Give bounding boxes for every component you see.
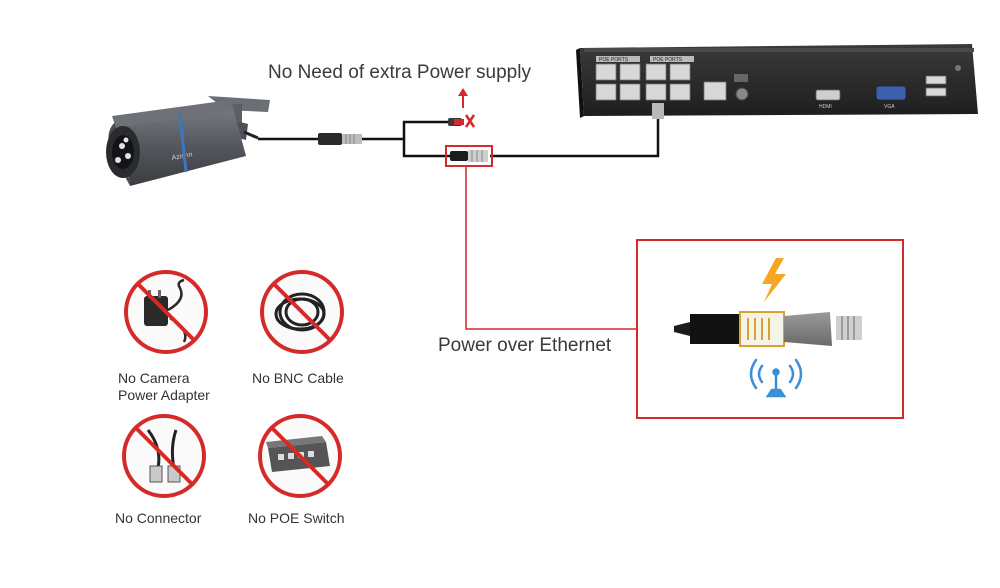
poe-plug-illustration <box>674 311 862 347</box>
vga-label: VGA <box>884 104 895 110</box>
caption-no-adapter-line2: Power Adapter <box>118 387 210 403</box>
inserted-plug <box>652 103 664 119</box>
no-connector-icon <box>122 414 206 498</box>
camera-brand-label: Azishn <box>171 151 193 162</box>
no-adapter-icon <box>124 270 208 354</box>
dc-in-port <box>735 87 749 101</box>
poe-port-grid <box>595 63 691 101</box>
poe-ports-label-2: POE PORTS <box>653 57 683 63</box>
no-power-x-icon <box>464 114 476 128</box>
poe-ports-label-1: POE PORTS <box>599 57 629 63</box>
cable-network <box>258 118 660 158</box>
caption-no-connector: No Connector <box>115 510 202 526</box>
power-switch <box>734 74 748 82</box>
hdmi-label: HDMI <box>819 104 832 110</box>
nvr-recorder: POE PORTS POE PORTS HDMI VGA <box>576 44 978 119</box>
vga-port <box>875 85 907 101</box>
rj45-plug-icon <box>450 150 488 162</box>
nvr-cable <box>490 118 660 158</box>
wifi-antenna-icon <box>749 358 803 398</box>
usb-port-2 <box>925 87 947 97</box>
no-power-supply-annotation: No Need of extra Power supply <box>268 62 531 83</box>
lightning-icon <box>762 258 786 302</box>
plug-highlight-box <box>445 145 493 167</box>
caption-no-bnc: No BNC Cable <box>252 370 344 386</box>
bullet-camera: Azishn <box>106 96 270 186</box>
caption-no-adapter-line1: No Camera <box>118 370 190 386</box>
dc-jack <box>448 118 464 126</box>
arrow-up-icon <box>458 88 468 108</box>
no-poe-switch-icon <box>258 414 342 498</box>
callout-leader-line <box>465 166 637 330</box>
status-led <box>955 65 961 71</box>
ethernet-split-cable <box>402 139 450 158</box>
dc-split-cable <box>360 120 448 141</box>
hdmi-port <box>815 89 841 101</box>
usb-port-1 <box>925 75 947 85</box>
caption-no-poe-switch: No POE Switch <box>248 510 345 526</box>
lan-port <box>703 81 727 101</box>
power-over-ethernet-annotation: Power over Ethernet <box>438 335 612 356</box>
no-bnc-cable-icon <box>260 270 344 354</box>
caption-no-adapter: No Camera Power Adapter <box>118 370 210 404</box>
cable-splitter <box>318 133 362 145</box>
